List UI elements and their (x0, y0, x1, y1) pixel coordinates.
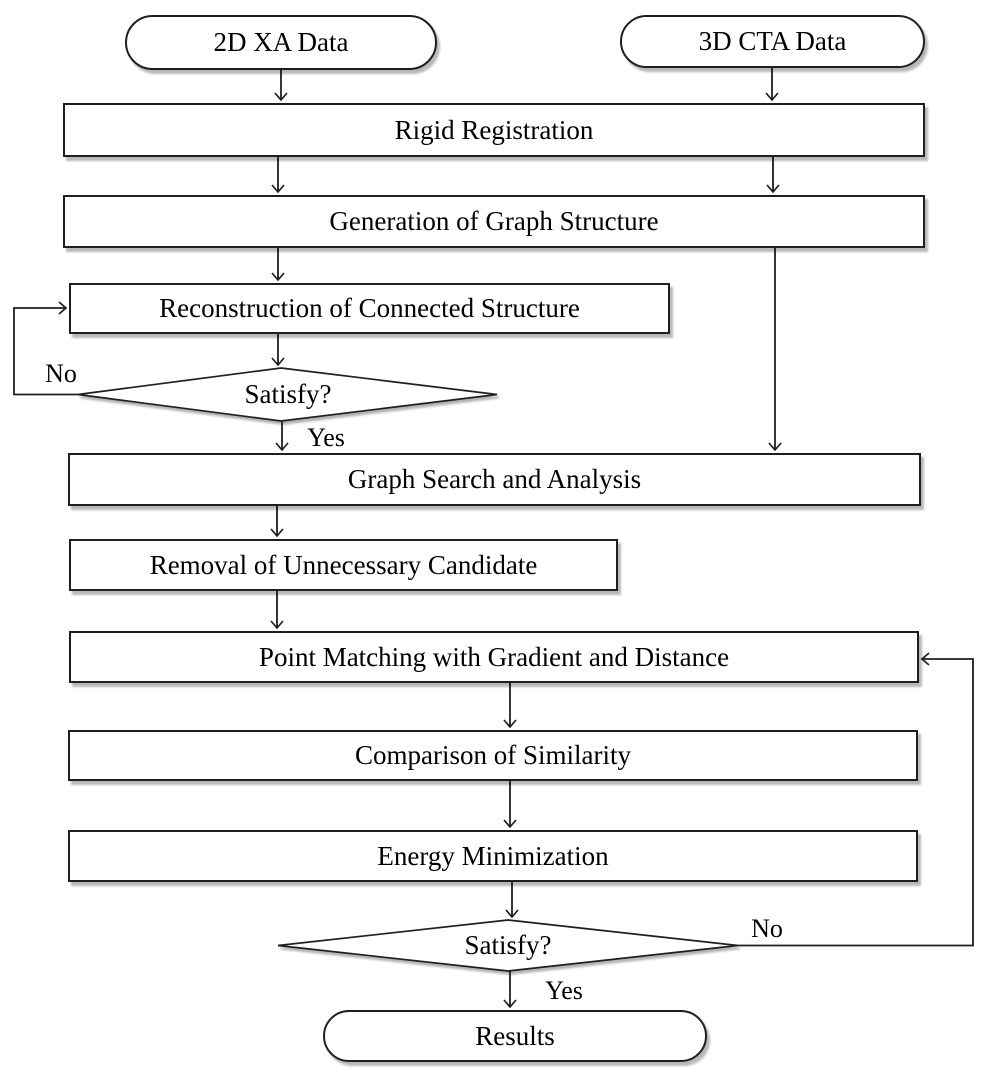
node-3d-cta-data: 3D CTA Data (620, 15, 925, 68)
diamond-satisfy-2-label: Satisfy? (278, 920, 738, 971)
node-generation-graph-structure: Generation of Graph Structure (63, 195, 925, 248)
no1-text: No (45, 359, 77, 388)
node-removal-unnecessary-candidate-label: Removal of Unnecessary Candidate (149, 549, 538, 580)
node-energy-minimization: Energy Minimization (68, 830, 918, 882)
node-results-label: Results (475, 1020, 555, 1051)
satisfy1-text: Satisfy? (244, 379, 332, 409)
node-generation-graph-structure-label: Generation of Graph Structure (329, 206, 659, 236)
node-rigid-registration-label: Rigid Registration (394, 114, 594, 145)
diamond-satisfy-1-label: Satisfy? (78, 368, 498, 421)
edge-label-no-2: No (744, 915, 790, 943)
node-comparison-similarity: Comparison of Similarity (68, 730, 918, 781)
edge-label-yes-1: Yes (300, 424, 352, 452)
yes1-text: Yes (307, 423, 345, 452)
node-graph-search-analysis-label: Graph Search and Analysis (347, 464, 642, 494)
node-2d-xa-data: 2D XA Data (125, 15, 437, 70)
node-reconstruction-connected-structure: Reconstruction of Connected Structure (69, 283, 670, 334)
node-removal-unnecessary-candidate: Removal of Unnecessary Candidate (69, 539, 618, 591)
node-rigid-registration: Rigid Registration (63, 103, 925, 157)
node-point-matching-label: Point Matching with Gradient and Distanc… (258, 641, 730, 672)
yes2-text: Yes (545, 976, 583, 1005)
node-graph-search-analysis: Graph Search and Analysis (68, 453, 921, 506)
edge-label-no-1: No (38, 360, 84, 388)
satisfy2-text: Satisfy? (464, 930, 552, 960)
node-reconstruction-connected-structure-label: Reconstruction of Connected Structure (159, 293, 580, 323)
no2-text: No (751, 914, 783, 943)
node-point-matching: Point Matching with Gradient and Distanc… (69, 631, 919, 683)
edge-label-yes-2: Yes (538, 977, 590, 1005)
node-3d-cta-data-label: 3D CTA Data (698, 26, 847, 56)
node-energy-minimization-label: Energy Minimization (377, 840, 609, 871)
node-comparison-similarity-label: Comparison of Similarity (355, 740, 631, 770)
node-results: Results (323, 1010, 707, 1062)
node-2d-xa-data-label: 2D XA Data (213, 27, 349, 57)
arrow-satisfy2-no-loop (738, 652, 974, 947)
